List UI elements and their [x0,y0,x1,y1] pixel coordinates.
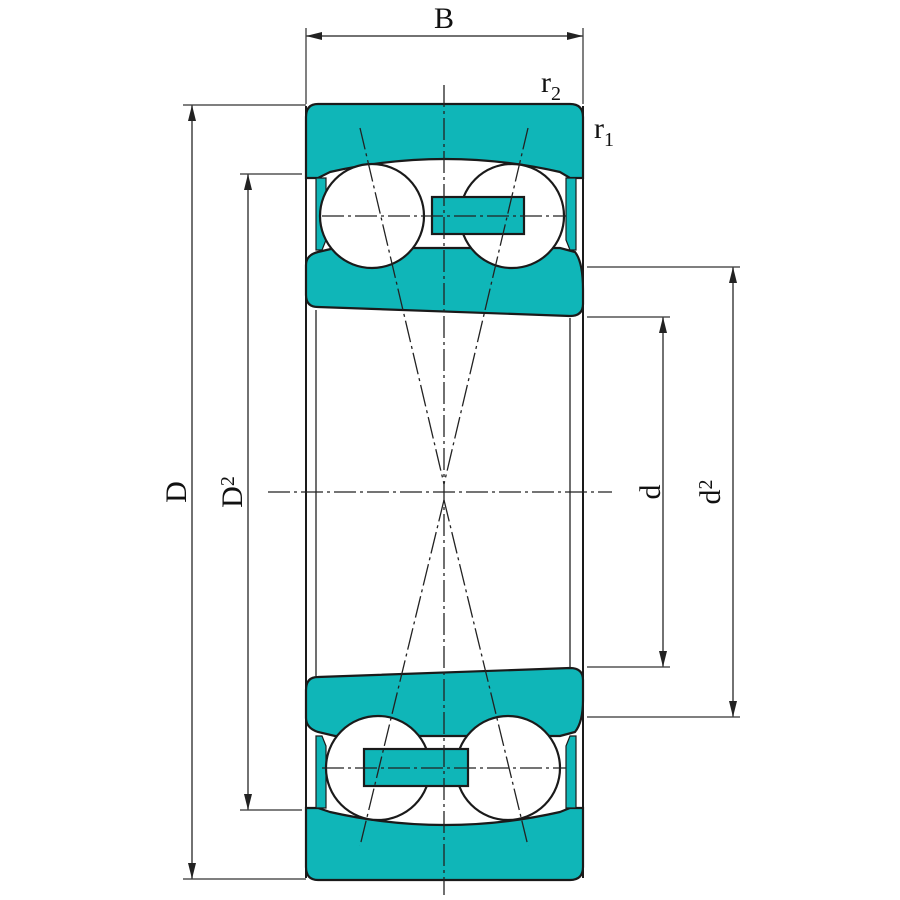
label-D2: D2 [216,476,249,508]
center-lines [268,85,612,895]
dimension-D2 [240,173,302,811]
dimension-d2 [587,266,740,718]
label-D: D [160,481,193,503]
seal-top-right [565,177,577,251]
outer-ring-top [304,102,585,180]
seal-bottom-left [315,735,327,809]
label-d: d [634,485,667,500]
dimension-B [305,28,584,104]
label-B: B [434,2,454,35]
dimension-d [587,316,670,668]
label-d2: d2 [694,480,727,505]
label-r1: r1 [594,112,614,151]
dimension-D [183,104,306,880]
seal-bottom-right [565,735,577,809]
label-r2: r2 [541,66,561,105]
